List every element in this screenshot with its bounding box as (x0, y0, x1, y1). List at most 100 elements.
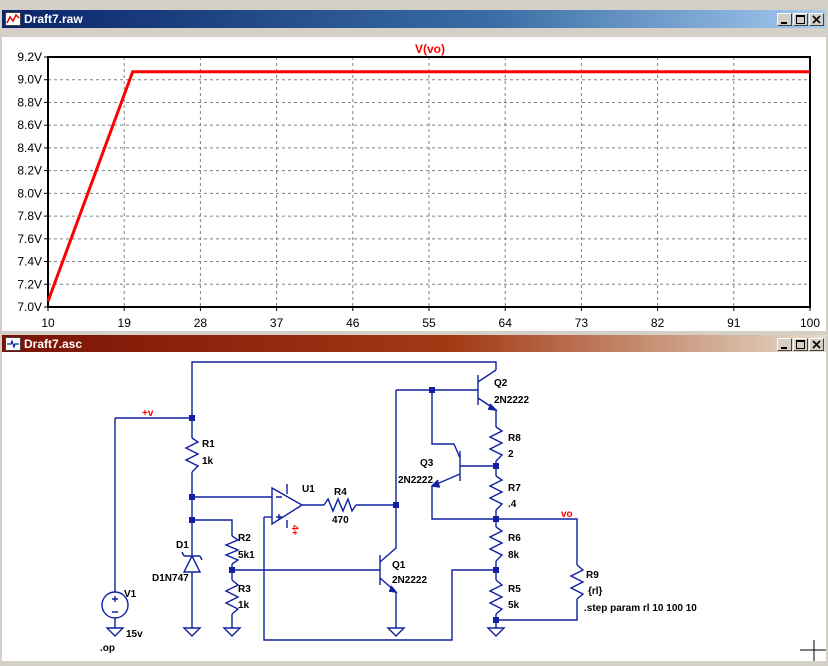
maximize-icon (796, 14, 805, 24)
wires (114, 361, 578, 641)
resistor-r4[interactable] (323, 497, 357, 513)
plot-frame (47, 56, 811, 308)
v1-value: 15v (126, 629, 143, 640)
y-tick-label: 9.0V (17, 73, 42, 87)
q1-name: Q1 (392, 560, 406, 571)
op-directive[interactable]: .op (100, 643, 115, 654)
plot-window-title: Draft7.raw (24, 12, 83, 26)
y-axis-labels: 9.2V9.0V8.8V8.6V8.4V8.2V8.0V7.8V7.6V7.4V… (17, 50, 42, 314)
resistor-r6[interactable] (488, 526, 504, 562)
y-tick-label: 7.4V (17, 255, 42, 269)
resistor-r8[interactable] (488, 426, 504, 462)
waveform-chart[interactable]: 9.2V9.0V8.8V8.6V8.4V8.2V8.0V7.8V7.6V7.4V… (2, 37, 826, 334)
transistor-q3[interactable] (430, 443, 468, 488)
r1-value: 1k (202, 456, 214, 467)
r2-value: 5k1 (238, 550, 255, 561)
y-tick-label: 7.2V (17, 277, 42, 291)
r8-name: R8 (508, 433, 521, 444)
schematic-window: Draft7.asc (0, 331, 828, 661)
close-icon (812, 14, 821, 24)
opamp-u1[interactable] (271, 484, 304, 528)
y-tick-label: 7.8V (17, 209, 42, 223)
r5-value: 5k (508, 600, 520, 611)
zener-diode-d1[interactable] (181, 551, 203, 573)
maximize-icon (796, 339, 805, 349)
d1-name: D1 (176, 540, 189, 551)
minimize-button[interactable] (777, 12, 792, 26)
transistor-q2[interactable] (472, 369, 498, 411)
x-tick-label: 100 (800, 316, 820, 330)
ground-symbols (106, 627, 505, 637)
d1-value: D1N747 (152, 573, 189, 584)
schematic-drawing[interactable]: 4+ (2, 352, 826, 661)
net-label-vo: vo (561, 509, 573, 520)
component-labels: R1 1k R2 5k1 R3 1k R4 470 U1 D1 D1N747 Q… (124, 378, 603, 640)
schematic-window-titlebar[interactable]: Draft7.asc (2, 335, 826, 353)
plot-window-titlebar[interactable]: Draft7.raw (2, 10, 826, 28)
y-tick-label: 9.2V (17, 50, 42, 64)
r7-name: R7 (508, 483, 521, 494)
series-line-vo[interactable] (46, 70, 810, 302)
transistor-q1[interactable] (374, 540, 398, 593)
r9-name: R9 (586, 570, 599, 581)
r4-value: 470 (332, 515, 349, 526)
q3-value: 2N2222 (398, 475, 433, 486)
voltage-source-v1[interactable] (101, 591, 129, 619)
trace-title[interactable]: V(vo) (415, 42, 445, 56)
u1-name: U1 (302, 484, 315, 495)
resistor-r2[interactable] (224, 535, 240, 565)
opamp-power-pin-label: 4+ (290, 525, 300, 535)
schematic-icon (5, 337, 21, 351)
r6-value: 8k (508, 550, 520, 561)
y-tick-label: 8.4V (17, 141, 42, 155)
maximize-button[interactable] (793, 337, 808, 351)
resistor-r5[interactable] (488, 579, 504, 615)
r4-name: R4 (334, 487, 347, 498)
r1-name: R1 (202, 439, 215, 450)
x-axis-labels: 10 19 28 37 46 55 64 73 82 91 100 (41, 316, 820, 330)
q3-name: Q3 (420, 458, 434, 469)
schematic-window-title: Draft7.asc (24, 337, 83, 351)
r3-name: R3 (238, 584, 251, 595)
r9-value: {rl} (588, 586, 603, 597)
x-tick-label: 37 (270, 316, 284, 330)
r8-value: 2 (508, 449, 514, 460)
x-tick-label: 10 (41, 316, 55, 330)
r7-value: .4 (508, 499, 517, 510)
trace-layer[interactable] (46, 70, 810, 302)
resistor-r9[interactable] (569, 564, 585, 600)
minimize-button[interactable] (777, 337, 792, 351)
resistor-r7[interactable] (488, 475, 504, 511)
close-button[interactable] (809, 337, 824, 351)
junction-dots (189, 387, 499, 623)
schematic-canvas[interactable]: 4+ (2, 352, 826, 661)
x-tick-label: 91 (727, 316, 741, 330)
x-tick-label: 73 (575, 316, 589, 330)
maximize-button[interactable] (793, 12, 808, 26)
x-tick-label: 64 (499, 316, 513, 330)
x-tick-label: 82 (651, 316, 665, 330)
q2-value: 2N2222 (494, 395, 529, 406)
grid-lines (44, 56, 811, 311)
r3-value: 1k (238, 600, 250, 611)
x-tick-label: 19 (118, 316, 132, 330)
x-tick-label: 46 (346, 316, 360, 330)
resistor-r3[interactable] (224, 579, 240, 615)
r5-name: R5 (508, 584, 521, 595)
waveform-icon (5, 12, 21, 26)
y-tick-label: 8.8V (17, 95, 42, 109)
y-tick-label: 8.6V (17, 118, 42, 132)
q1-value: 2N2222 (392, 575, 427, 586)
close-button[interactable] (809, 12, 824, 26)
minimize-icon (781, 346, 787, 349)
r2-name: R2 (238, 533, 251, 544)
x-tick-label: 28 (194, 316, 208, 330)
step-directive[interactable]: .step param rl 10 100 10 (584, 603, 697, 614)
y-tick-label: 7.0V (17, 300, 42, 314)
x-tick-label: 55 (422, 316, 436, 330)
y-tick-label: 8.2V (17, 164, 42, 178)
resistor-r1[interactable] (184, 437, 200, 473)
close-icon (812, 339, 821, 349)
net-label-vplus: +v (142, 408, 154, 419)
